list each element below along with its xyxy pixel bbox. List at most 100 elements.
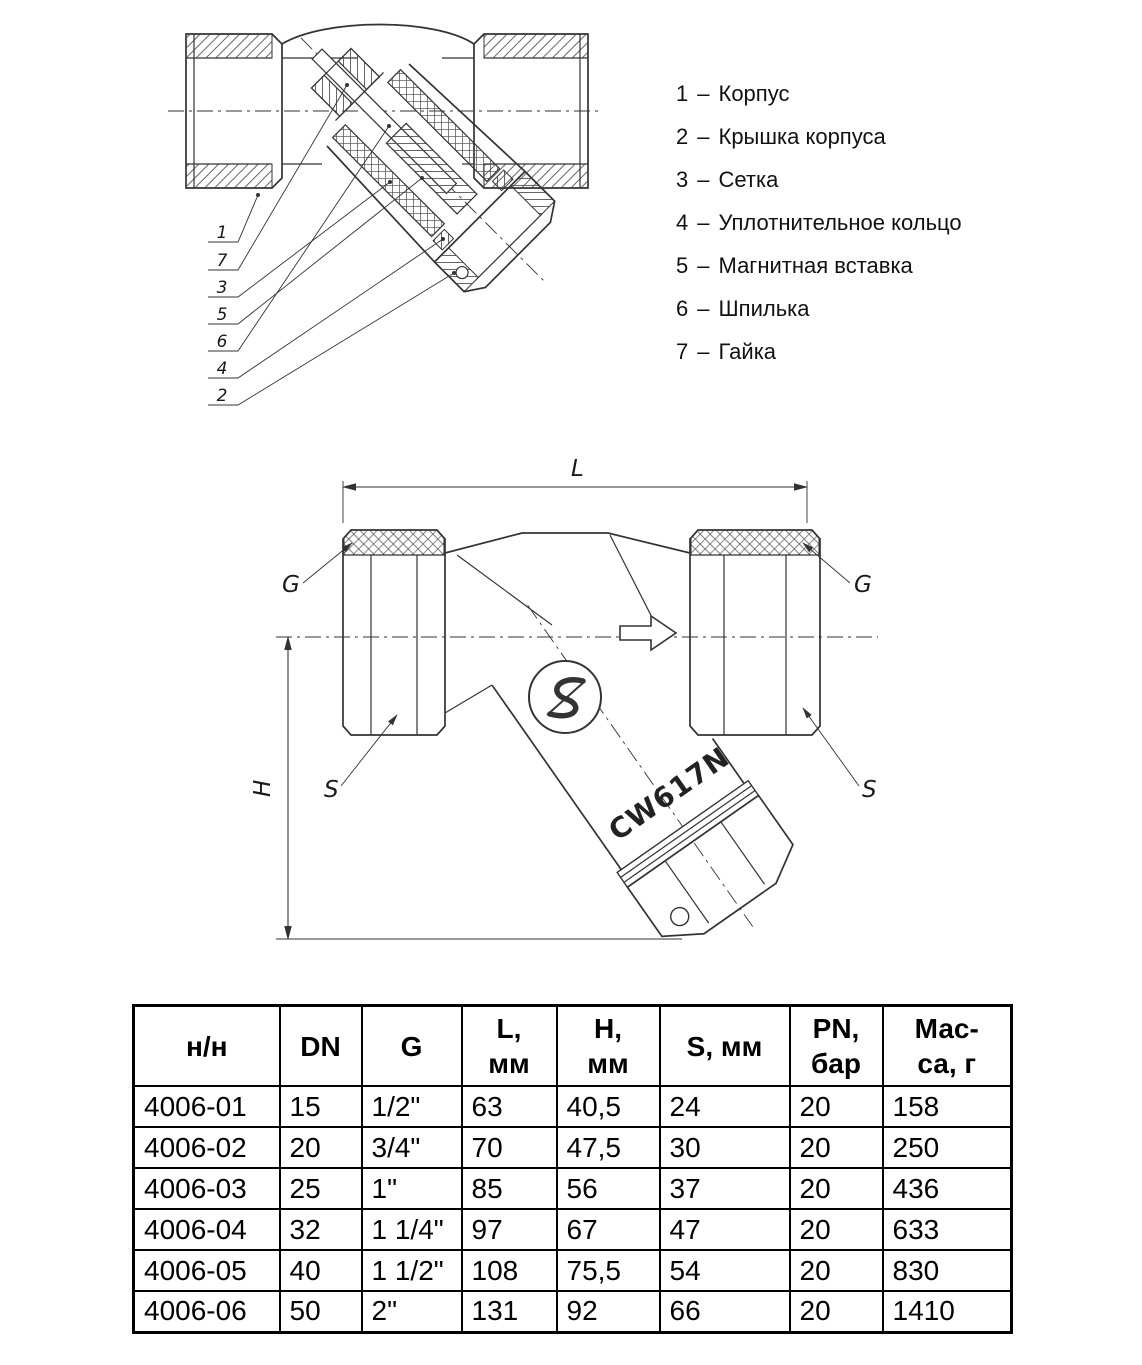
legend-dash: –	[697, 339, 710, 364]
left-port-section	[185, 33, 283, 189]
table-cell: 25	[278, 1167, 363, 1210]
g-thread-left: G	[282, 542, 353, 598]
legend-item: 1–Корпус	[676, 80, 962, 107]
callout-number: 6	[217, 332, 228, 352]
table-cell: 63	[460, 1085, 558, 1128]
table-cell: 4006-03	[132, 1167, 281, 1210]
legend-num: 1	[676, 81, 689, 106]
table-cell: 1 1/2"	[360, 1249, 463, 1292]
strainer-branch: CW617N	[491, 605, 794, 938]
legend-label: Гайка	[718, 339, 777, 364]
col-header-dn: DN	[278, 1004, 363, 1087]
table-cell: 20	[788, 1167, 884, 1210]
table-cell: 40	[278, 1249, 363, 1292]
table-cell: 97	[460, 1208, 558, 1251]
table-cell: 37	[658, 1167, 791, 1210]
table-cell: 20	[278, 1126, 363, 1169]
nut	[310, 47, 384, 121]
table-cell: 30	[658, 1126, 791, 1169]
table-cell: 1 1/4"	[360, 1208, 463, 1251]
table-cell: 4006-06	[132, 1290, 281, 1333]
flow-arrow-icon	[619, 614, 678, 652]
legend-label: Магнитная вставка	[718, 253, 913, 278]
table-cell: 4006-02	[132, 1126, 281, 1169]
legend-num: 6	[676, 296, 689, 321]
strainer-branch-section	[300, 37, 556, 293]
header-row: н/н DN G L,мм H,мм S, мм PN,бар Мас-са, …	[132, 1004, 1013, 1087]
table-cell: 20	[788, 1126, 884, 1169]
s-wrench-left: S	[324, 714, 398, 803]
parts-legend: 1–Корпус 2–Крышка корпуса 3–Сетка 4–Упло…	[676, 80, 962, 365]
table-cell: 2"	[360, 1290, 463, 1333]
legend-label: Корпус	[718, 81, 790, 106]
col-header-l: L,мм	[460, 1004, 558, 1087]
table-cell: 633	[881, 1208, 1013, 1251]
col-header-mass: Мас-са, г	[881, 1004, 1013, 1087]
table-cell: 50	[278, 1290, 363, 1333]
table-cell: 56	[555, 1167, 661, 1210]
col-header-s: S, мм	[658, 1004, 791, 1087]
body-marking: CW617N	[603, 740, 736, 847]
table-cell: 4006-05	[132, 1249, 281, 1292]
legend-num: 5	[676, 253, 689, 278]
table-cell: 66	[658, 1290, 791, 1333]
table-cell: 20	[788, 1208, 884, 1251]
table-cell: 70	[460, 1126, 558, 1169]
table-cell: 15	[278, 1085, 363, 1128]
legend-item: 4–Уплотнительное кольцо	[676, 209, 962, 236]
s-label: S	[324, 777, 339, 803]
legend-dash: –	[697, 124, 710, 149]
s-label: S	[862, 777, 877, 803]
legend-item: 6–Шпилька	[676, 295, 962, 322]
table-cell: 158	[881, 1085, 1013, 1128]
table-cell: 92	[555, 1290, 661, 1333]
table-cell: 4006-04	[132, 1208, 281, 1251]
legend-item: 7–Гайка	[676, 338, 962, 365]
callout-number: 4	[217, 359, 228, 379]
table-cell: 67	[555, 1208, 661, 1251]
legend-dash: –	[697, 253, 710, 278]
table-cell: 108	[460, 1249, 558, 1292]
table-cell: 75,5	[555, 1249, 661, 1292]
table-row: 4006-02 20 3/4" 70 47,5 30 20 250	[132, 1126, 1013, 1169]
table-row: 4006-05 40 1 1/2" 108 75,5 54 20 830	[132, 1249, 1013, 1292]
cover-cap	[433, 170, 556, 293]
valve-body	[444, 532, 691, 714]
legend-num: 2	[676, 124, 689, 149]
col-header-model: н/н	[132, 1004, 281, 1087]
legend-num: 3	[676, 167, 689, 192]
legend-dash: –	[697, 296, 710, 321]
callout-number: 5	[217, 305, 228, 325]
branch-cap	[626, 794, 794, 938]
callout-leaders	[208, 83, 456, 406]
legend-item: 3–Сетка	[676, 166, 962, 193]
legend-dash: –	[697, 81, 710, 106]
table-row: 4006-04 32 1 1/4" 97 67 47 20 633	[132, 1208, 1013, 1251]
body-outline	[281, 23, 475, 45]
table-cell: 20	[788, 1249, 884, 1292]
table-row: 4006-06 50 2" 131 92 66 20 1410	[132, 1290, 1013, 1333]
callout-number: 1	[217, 223, 228, 243]
legend-label: Уплотнительное кольцо	[718, 210, 962, 235]
col-header-h: H,мм	[555, 1004, 661, 1087]
callout-number: 3	[217, 278, 228, 298]
table-cell: 20	[788, 1290, 884, 1333]
table-cell: 3/4"	[360, 1126, 463, 1169]
table-cell: 131	[460, 1290, 558, 1333]
table-cell: 47	[658, 1208, 791, 1251]
legend-num: 4	[676, 210, 689, 235]
g-label: G	[854, 572, 872, 598]
mesh-screen	[331, 68, 501, 238]
cross-section-drawing: 1 7 3 5 6 4 2	[168, 23, 602, 406]
right-port	[689, 529, 821, 736]
col-header-pn: PN,бар	[788, 1004, 884, 1087]
legend-item: 2–Крышка корпуса	[676, 123, 962, 150]
table-cell: 1410	[881, 1290, 1013, 1333]
right-port-section	[473, 33, 589, 189]
table-cell: 250	[881, 1126, 1013, 1169]
legend-dash: –	[697, 167, 710, 192]
table-cell: 4006-01	[132, 1085, 281, 1128]
legend-label: Шпилька	[718, 296, 810, 321]
table-cell: 85	[460, 1167, 558, 1210]
left-port	[342, 529, 446, 736]
